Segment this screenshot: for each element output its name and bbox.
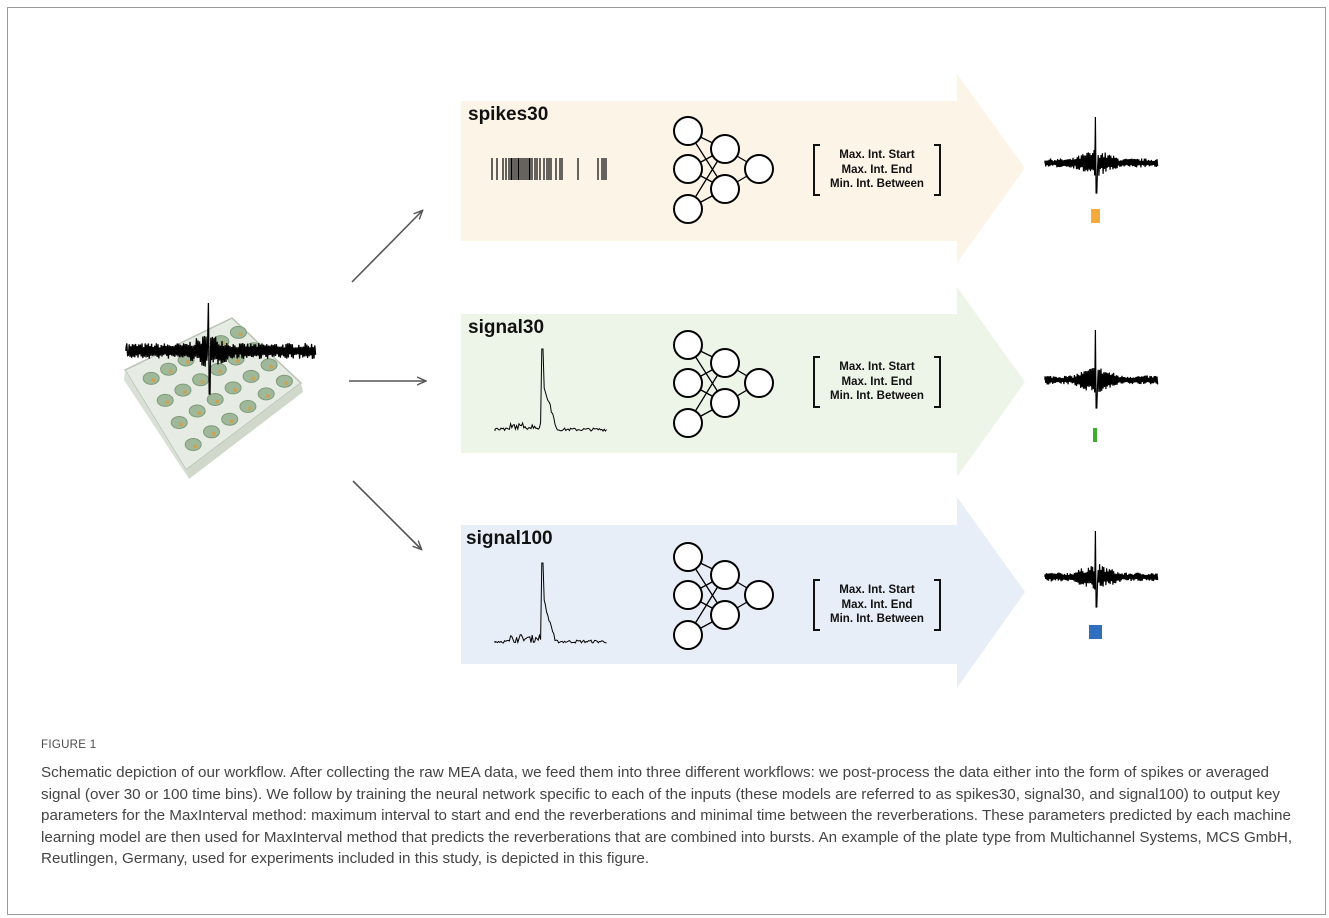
- bracket-left: [813, 144, 820, 196]
- param-list: Max. Int. Start Max. Int. End Min. Int. …: [813, 360, 941, 404]
- bracket-left: [813, 579, 820, 631]
- output-trace-signal100: [1044, 530, 1159, 608]
- param-min-int-between: Min. Int. Between: [830, 613, 924, 625]
- figure-title: FIGURE 1: [41, 739, 97, 751]
- bracket-right: [934, 579, 941, 631]
- pipeline-label-signal100: signal100: [466, 528, 553, 549]
- param-list: Max. Int. Start Max. Int. End Min. Int. …: [813, 583, 941, 627]
- output-trace-signal30: [1044, 329, 1159, 409]
- param-max-int-end: Max. Int. End: [841, 598, 913, 611]
- param-min-int-between: Min. Int. Between: [830, 390, 924, 402]
- bracket-left: [813, 356, 820, 408]
- burst-marker-signal30: [1093, 428, 1097, 442]
- output-trace-spikes30: [1044, 116, 1159, 194]
- param-list: Max. Int. Start Max. Int. End Min. Int. …: [813, 148, 941, 192]
- param-max-int-start: Max. Int. Start: [839, 584, 915, 596]
- burst-marker-signal100: [1089, 625, 1102, 639]
- pipeline-label-spikes30: spikes30: [468, 104, 549, 125]
- band-signal100: [461, 497, 1025, 688]
- param-max-int-start: Max. Int. Start: [839, 149, 915, 161]
- bracket-right: [934, 144, 941, 196]
- figure-caption: Schematic depiction of our workflow. Aft…: [41, 764, 1293, 867]
- param-max-int-start: Max. Int. Start: [839, 361, 915, 373]
- param-max-int-end: Max. Int. End: [841, 163, 913, 176]
- param-min-int-between: Min. Int. Between: [830, 178, 924, 190]
- bracket-right: [934, 356, 941, 408]
- param-max-int-end: Max. Int. End: [841, 375, 913, 388]
- burst-marker-spikes30: [1091, 209, 1100, 223]
- band-spikes30: [461, 74, 1025, 263]
- pipeline-label-signal30: signal30: [468, 317, 545, 338]
- arrow-to-spikes30: [351, 211, 422, 283]
- plate-wells: [142, 325, 293, 451]
- raw-signal-trace: [125, 302, 317, 395]
- arrow-to-signal100: [352, 480, 421, 549]
